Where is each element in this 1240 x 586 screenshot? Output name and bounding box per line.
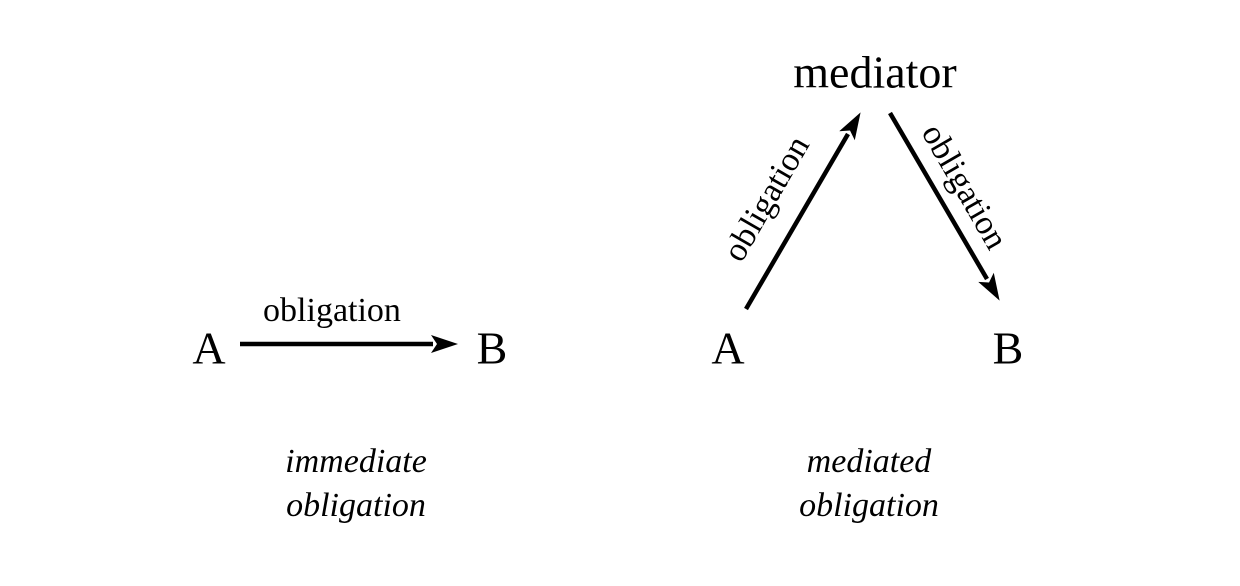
mediator-node: mediator <box>793 46 957 98</box>
left-caption-line2: obligation <box>286 487 426 524</box>
right-node-b: B <box>992 322 1024 374</box>
right-caption-line1: mediated <box>806 443 932 480</box>
arrow-mediator-to-b <box>888 111 1000 301</box>
left-caption-line1: immediate <box>285 443 427 480</box>
left-caption: immediate obligation <box>285 440 427 528</box>
right-node-a: A <box>711 322 745 374</box>
arrow-a-to-mediator <box>744 112 861 311</box>
left-node-b: B <box>476 322 508 374</box>
left-arrow-label: obligation <box>263 292 401 329</box>
right-caption-line2: obligation <box>799 487 939 524</box>
right-caption: mediated obligation <box>799 440 939 528</box>
left-node-a: A <box>192 322 226 374</box>
